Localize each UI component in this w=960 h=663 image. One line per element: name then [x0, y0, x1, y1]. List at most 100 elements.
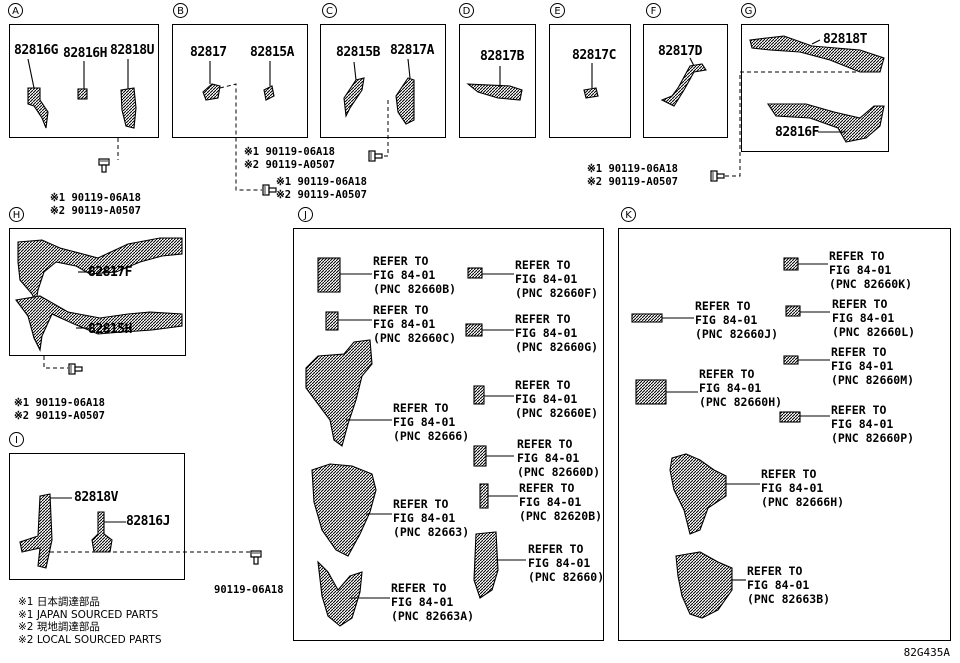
part-number-82817b: 82817B: [480, 49, 524, 64]
group-label-e: E: [550, 3, 565, 18]
connector-82660j: [631, 313, 663, 323]
part-82816g: [27, 87, 49, 129]
part-number-82816j: 82816J: [126, 514, 170, 529]
connector-82660e: [473, 385, 485, 405]
group-box-e: [549, 24, 631, 138]
part-number-82817: 82817: [190, 45, 227, 60]
group-label-i: I: [9, 432, 24, 447]
part-82818t: [749, 35, 885, 73]
part-82816h: [77, 88, 88, 100]
part-number-82817c: 82817C: [572, 48, 616, 63]
group-box-b: [172, 24, 308, 138]
group-label-j: J: [298, 207, 313, 222]
part-number-82817a: 82817A: [390, 43, 434, 58]
part-number-82818v: 82818V: [74, 490, 118, 505]
part-82817b: [466, 83, 523, 101]
connector-82660l: [785, 305, 801, 317]
bracket-82663: [311, 463, 377, 557]
connector-82660p: [779, 411, 801, 423]
connector-82660k: [783, 257, 799, 271]
part-number-82816h: 82816H: [63, 46, 107, 61]
bracket-82663b: [675, 551, 733, 619]
part-number-82815h: 82815H: [88, 322, 132, 337]
figure-id: 82G435A: [903, 646, 950, 659]
bracket-82666: [305, 339, 373, 447]
group-label-g: G: [741, 3, 756, 18]
group-label-k: K: [621, 207, 636, 222]
part-number-82816f: 82816F: [775, 125, 819, 140]
part-number-82817d: 82817D: [658, 44, 702, 59]
connector-82660h: [635, 379, 667, 405]
legend-line: ※1 JAPAN SOURCED PARTS: [18, 608, 159, 621]
connector-82660d: [473, 445, 487, 467]
part-number-82816g: 82816G: [14, 43, 58, 58]
group-box-j: [293, 228, 604, 641]
part-number-82818t: 82818T: [823, 32, 867, 47]
bracket-82663a: [317, 560, 363, 627]
connector-82620b: [479, 483, 489, 509]
part-82817d: [660, 63, 707, 107]
group-label-h: H: [9, 207, 24, 222]
group-label-d: D: [459, 3, 474, 18]
bolt-icon: [368, 150, 383, 162]
legend-line: ※1 日本調達部品: [18, 596, 100, 608]
part-82815h: [15, 295, 183, 352]
bolt-callout-i: 90119-06A18: [214, 584, 284, 596]
group-box-f: [643, 24, 728, 138]
part-82816f: [766, 103, 885, 143]
connector-82660f: [467, 267, 483, 279]
part-82815b: [343, 77, 365, 118]
connector-82660g: [465, 323, 483, 337]
group-box-h: [9, 228, 186, 356]
bracket-82666h: [669, 453, 727, 535]
bolt-icon: [710, 170, 725, 182]
bolt-callout-g: ※1 90119-06A18※2 90119-A0507: [587, 163, 678, 188]
bolt-icon: [262, 184, 277, 196]
part-number-82817f: 82817F: [88, 265, 132, 280]
part-number-82818u: 82818U: [110, 43, 154, 58]
group-box-g: [741, 24, 889, 152]
part-82817c: [583, 87, 599, 99]
bolt-icon: [250, 550, 262, 565]
part-number-82815b: 82815B: [336, 45, 380, 60]
bolt-callout-a: ※1 90119-06A18※2 90119-A0507: [50, 192, 141, 217]
bolt-icon: [98, 158, 110, 173]
group-box-a: [9, 24, 159, 138]
bolt-callout-b: ※1 90119-06A18※2 90119-A0507: [276, 176, 367, 201]
group-box-c: [320, 24, 446, 138]
group-box-i: [9, 453, 185, 580]
legend-line: ※2 現地調達部品: [18, 621, 100, 633]
part-82818u: [120, 87, 137, 129]
connector-82660m: [783, 355, 799, 365]
group-box-d: [459, 24, 536, 138]
part-number-82815a: 82815A: [250, 45, 294, 60]
connector-82660c: [325, 311, 339, 331]
bolt-icon: [68, 363, 83, 375]
group-label-b: B: [173, 3, 188, 18]
bolt-callout-bc: ※1 90119-06A18※2 90119-A0507: [244, 146, 335, 171]
part-82818v: [19, 493, 53, 569]
part-82815a: [263, 85, 275, 101]
group-label-c: C: [322, 3, 337, 18]
legend: ※1 日本調達部品 ※1 JAPAN SOURCED PARTS ※2 現地調達…: [18, 596, 162, 646]
part-82817a: [395, 77, 415, 125]
group-box-k: [618, 228, 951, 641]
